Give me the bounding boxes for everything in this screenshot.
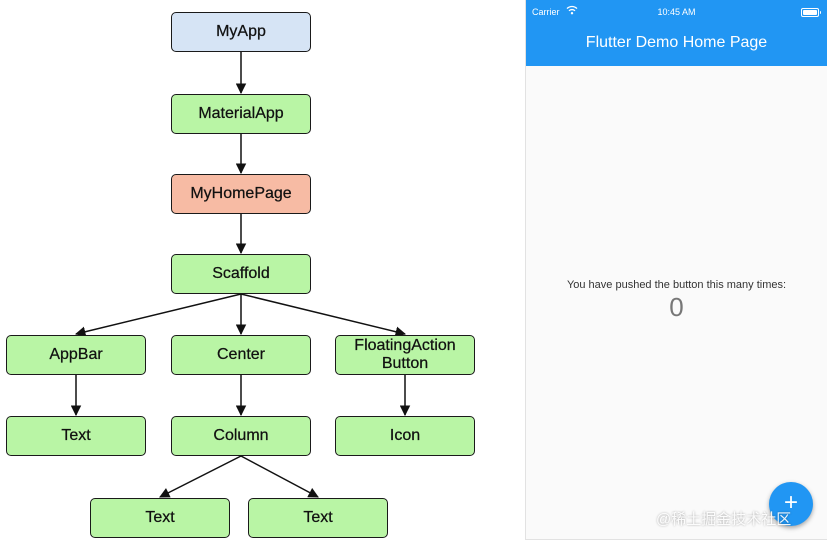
node-center: Center <box>171 335 311 375</box>
node-myapp: MyApp <box>171 12 311 52</box>
push-count-message: You have pushed the button this many tim… <box>566 279 787 291</box>
node-icon: Icon <box>335 416 475 456</box>
node-label: MaterialApp <box>198 105 284 122</box>
node-fab: FloatingAction Button <box>335 335 475 375</box>
edge-scaffold-to-fab <box>240 293 407 337</box>
widget-tree-diagram <box>70 52 411 498</box>
node-column: Column <box>171 416 311 456</box>
node-label: Scaffold <box>212 265 270 282</box>
node-label: AppBar <box>49 346 103 363</box>
watermark-text: @稀土掘金技术社区 <box>656 511 792 528</box>
edge-column-to-column-text-2 <box>240 455 319 498</box>
node-column-text-2: Text <box>248 498 388 538</box>
edge-column-to-column-text-1 <box>159 455 242 498</box>
plus-icon: + <box>783 489 798 516</box>
node-label: MyHomePage <box>190 185 292 202</box>
edge-scaffold-to-appbar <box>74 293 242 337</box>
node-appbar-text: Text <box>6 416 146 456</box>
node-scaffold: Scaffold <box>171 254 311 294</box>
carrier-label: Carrier <box>532 7 560 17</box>
node-column-text-1: Text <box>90 498 230 538</box>
status-clock: 10:45 AM <box>657 7 696 17</box>
counter-value: 0 <box>669 292 684 322</box>
app-bar: Carrier 10:45 AM Flutter Demo Home Page <box>526 0 827 66</box>
node-label: MyApp <box>216 23 266 40</box>
node-materialapp: MaterialApp <box>171 94 311 134</box>
node-label: Text <box>303 509 333 526</box>
battery-icon <box>801 8 821 17</box>
node-label: Text <box>145 509 175 526</box>
flutter-demo-phone-screen: Carrier 10:45 AM Flutter Demo Home Page … <box>525 0 827 540</box>
node-label: Icon <box>389 427 421 444</box>
app-bar-title: Flutter Demo Home Page <box>585 34 768 51</box>
wifi-icon <box>566 5 578 15</box>
node-label: FloatingAction Button <box>354 337 456 372</box>
node-label: Column <box>213 427 269 444</box>
node-label: Text <box>61 427 91 444</box>
increment-fab-button[interactable]: + <box>769 482 813 526</box>
node-appbar: AppBar <box>6 335 146 375</box>
node-label: Center <box>216 346 266 363</box>
node-myhomepage: MyHomePage <box>171 174 311 214</box>
